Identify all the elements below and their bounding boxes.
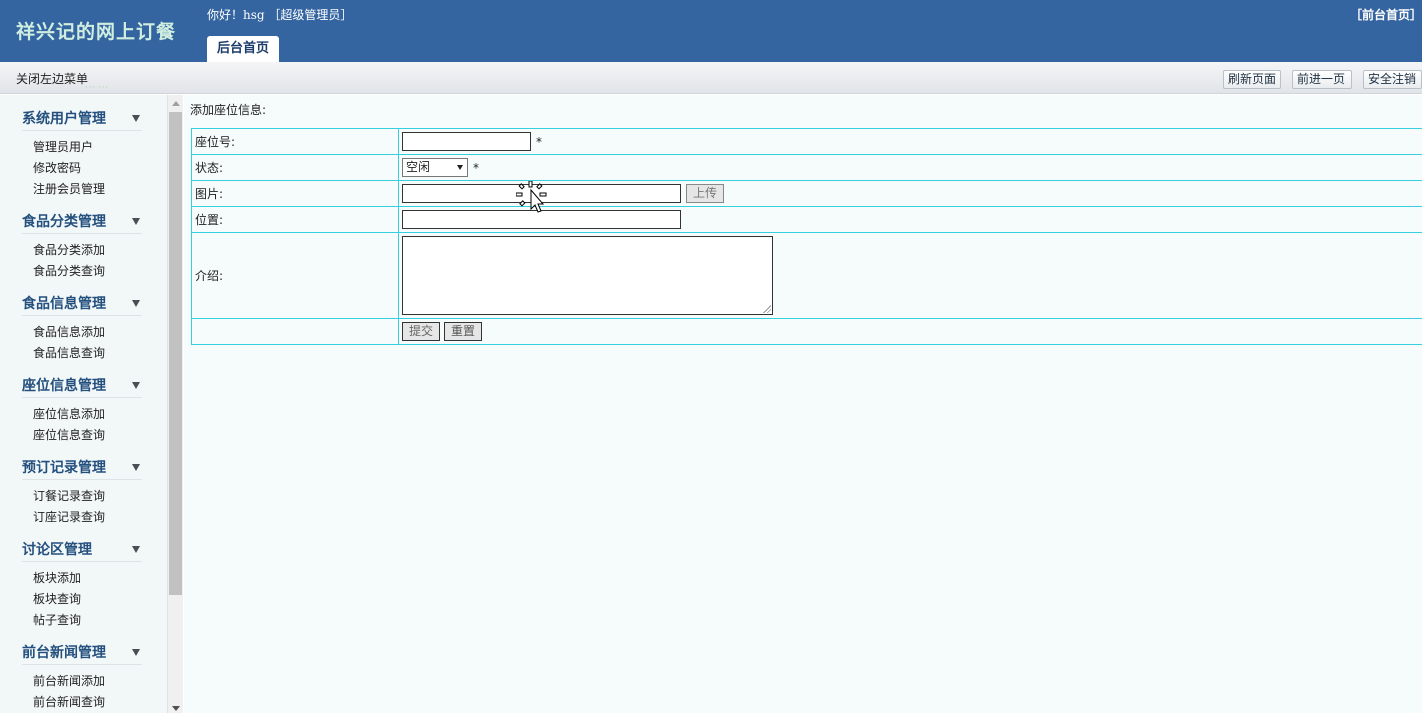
chevron-down-icon (132, 464, 140, 471)
sidebar-item-news-add[interactable]: 前台新闻添加 (33, 674, 106, 688)
close-left-menu-link[interactable]: 关闭左边菜单 (16, 72, 89, 86)
seat-number-cell: * (398, 128, 1422, 155)
top-header: 祥兴记的网上订餐 你好！hsg ［超级管理员］ 后台首页 ［前台首页］ (0, 0, 1422, 62)
status-select[interactable]: 空闲 (402, 158, 468, 177)
status-cell: 空闲 * (398, 154, 1422, 181)
sidebar-item-meal-orders[interactable]: 订餐记录查询 (33, 489, 106, 503)
submit-button[interactable]: 提交 (402, 322, 441, 341)
username: hsg (243, 8, 265, 22)
sidebar-item-food-query[interactable]: 食品信息查询 (33, 346, 106, 360)
chevron-down-icon (132, 300, 140, 307)
menu-group-title: 系统用户管理 (22, 111, 106, 127)
sidebar-scrollbar[interactable] (167, 95, 183, 713)
seat-number-label: 座位号: (191, 128, 399, 155)
tab-admin-home[interactable]: 后台首页 (207, 36, 279, 62)
actions-cell: 提交重置 (398, 318, 1422, 345)
seat-number-input[interactable] (402, 132, 531, 151)
position-cell (398, 206, 1422, 233)
actions-label-cell (191, 318, 399, 345)
intro-textarea[interactable] (402, 236, 773, 315)
forward-page-button[interactable]: 前进一页 (1292, 70, 1352, 89)
toggle-ghost-decoration: ⋯ ⋯ (85, 82, 109, 93)
resize-grip-icon[interactable] (763, 305, 771, 313)
form-row-seat-number: 座位号: * (191, 128, 1422, 155)
sidebar-item-board-query[interactable]: 板块查询 (33, 592, 82, 606)
menu-group-header[interactable]: 食品分类管理 (22, 202, 142, 234)
menu-group-header[interactable]: 系统用户管理 (22, 99, 142, 131)
chevron-down-icon (132, 382, 140, 389)
form-row-actions: 提交重置 (191, 318, 1422, 345)
required-mark: * (536, 134, 542, 149)
status-label: 状态: (191, 154, 399, 181)
menu-group-header[interactable]: 座位信息管理 (22, 366, 142, 398)
scroll-down-arrow-icon[interactable] (172, 706, 180, 711)
chevron-down-icon (132, 218, 140, 225)
menu-group-title: 前台新闻管理 (22, 645, 106, 661)
main-content: 添加座位信息: 座位号: * 状态: 空闲 * 图片: 上传 位置: (184, 95, 1422, 713)
user-greeting: 你好！hsg ［超级管理员］ (207, 6, 352, 23)
intro-cell (398, 232, 1422, 319)
dropdown-arrow-icon (457, 165, 463, 170)
form-row-status: 状态: 空闲 * (191, 154, 1422, 181)
toolbar: 关闭左边菜单 ⋯ ⋯ 刷新页面 前进一页 安全注销 (0, 62, 1422, 94)
menu-group-title: 食品信息管理 (22, 296, 106, 312)
chevron-down-icon (132, 649, 140, 656)
sidebar-item-seat-add[interactable]: 座位信息添加 (33, 407, 106, 421)
sidebar-item-post-query[interactable]: 帖子查询 (33, 613, 82, 627)
sidebar-item-food-category-query[interactable]: 食品分类查询 (33, 264, 106, 278)
menu-group-title: 座位信息管理 (22, 378, 106, 394)
seat-form-table: 座位号: * 状态: 空闲 * 图片: 上传 位置: 介绍: (191, 128, 1422, 345)
image-path-input[interactable] (402, 184, 681, 203)
sidebar-item-members[interactable]: 注册会员管理 (33, 182, 106, 196)
intro-label: 介绍: (191, 232, 399, 319)
logout-button[interactable]: 安全注销 (1363, 70, 1422, 89)
user-role: ［超级管理员］ (268, 8, 353, 22)
menu-group-title: 讨论区管理 (22, 542, 92, 558)
menu-group-header[interactable]: 讨论区管理 (22, 530, 142, 562)
menu-group-header[interactable]: 前台新闻管理 (22, 633, 142, 665)
site-brand: 祥兴记的网上订餐 (16, 21, 177, 43)
page-title: 添加座位信息: (190, 103, 267, 117)
front-home-link[interactable]: ［前台首页］ (1349, 8, 1422, 22)
sidebar-item-admin-users[interactable]: 管理员用户 (33, 140, 94, 154)
scrollbar-thumb[interactable] (169, 112, 182, 595)
image-label: 图片: (191, 180, 399, 207)
position-label: 位置: (191, 206, 399, 233)
greeting-prefix: 你好！ (207, 8, 244, 22)
required-mark: * (473, 160, 479, 175)
position-input[interactable] (402, 210, 681, 229)
image-cell: 上传 (398, 180, 1422, 207)
sidebar-menu: 系统用户管理 管理员用户 修改密码 注册会员管理 食品分类管理 食品分类添加 食… (0, 95, 167, 713)
status-selected-value: 空闲 (406, 160, 431, 174)
sidebar-item-seat-query[interactable]: 座位信息查询 (33, 428, 106, 442)
scroll-up-arrow-icon[interactable] (172, 101, 180, 106)
reset-button[interactable]: 重置 (444, 322, 483, 341)
menu-group-header[interactable]: 预订记录管理 (22, 448, 142, 480)
refresh-page-button[interactable]: 刷新页面 (1223, 70, 1281, 89)
menu-group-title: 预订记录管理 (22, 460, 106, 476)
sidebar-item-seat-orders[interactable]: 订座记录查询 (33, 510, 106, 524)
sidebar-item-board-add[interactable]: 板块添加 (33, 571, 82, 585)
chevron-down-icon (132, 546, 140, 553)
sidebar-item-food-add[interactable]: 食品信息添加 (33, 325, 106, 339)
sidebar-item-food-category-add[interactable]: 食品分类添加 (33, 243, 106, 257)
menu-group-header[interactable]: 食品信息管理 (22, 284, 142, 316)
form-row-position: 位置: (191, 206, 1422, 233)
menu-group-title: 食品分类管理 (22, 214, 106, 230)
sidebar-item-news-query[interactable]: 前台新闻查询 (33, 695, 106, 709)
form-row-intro: 介绍: (191, 232, 1422, 319)
chevron-down-icon (132, 115, 140, 122)
upload-button[interactable]: 上传 (686, 184, 725, 203)
form-row-image: 图片: 上传 (191, 180, 1422, 207)
sidebar-item-change-password[interactable]: 修改密码 (33, 161, 82, 175)
